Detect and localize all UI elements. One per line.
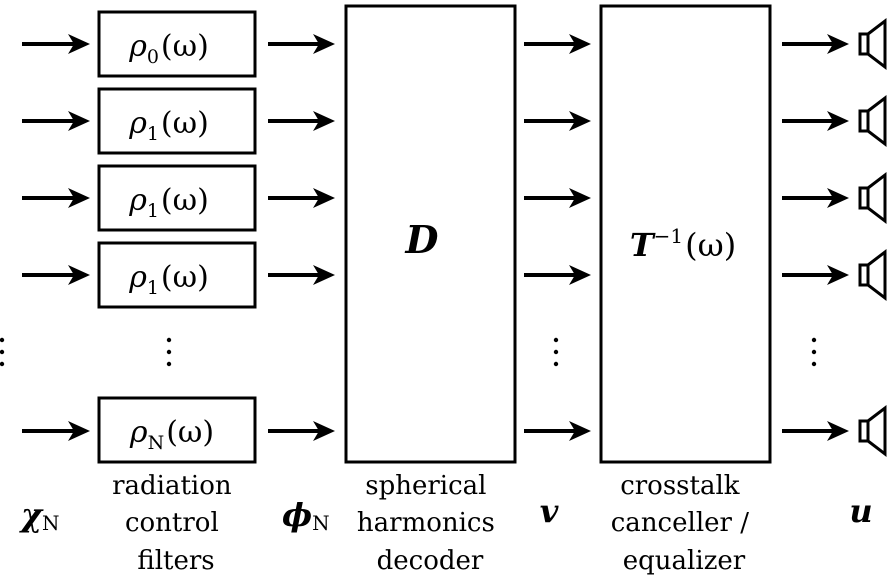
loudspeaker-array (858, 17, 887, 458)
arrow (782, 34, 849, 54)
radiation-control-filter-bank: ρ0(ω) ρ1(ω) ρ1(ω) ρ1(ω) ρN(ω) (97, 10, 257, 464)
arrow (524, 188, 591, 208)
decoder-caption: spherical harmonics decoder (357, 471, 503, 576)
arrow (782, 421, 849, 441)
filter-box-0 (97, 10, 257, 78)
ellipsis-dots (811, 337, 817, 367)
arrow (268, 34, 335, 54)
ellipsis-dots (166, 337, 172, 367)
crosstalk-canceller-block: T−1(ω) (599, 4, 772, 464)
arrow (22, 265, 90, 285)
filter-box-N (97, 396, 257, 464)
arrow (782, 188, 849, 208)
ellipsis-dots (553, 337, 559, 367)
filter-label-3: ρ1(ω) (128, 260, 209, 299)
arrow (268, 265, 335, 285)
spherical-harmonics-decoder-block: D (344, 4, 517, 464)
arrow (268, 188, 335, 208)
filters-caption: radiation control filters (112, 471, 240, 576)
arrow (22, 188, 90, 208)
filter-label-N: ρN(ω) (129, 415, 214, 454)
speaker-icon (858, 94, 887, 148)
arrow (268, 421, 335, 441)
canceller-caption: crosstalk canceller / equalizer (611, 471, 758, 576)
filter-label-2: ρ1(ω) (128, 183, 209, 222)
arrow (782, 265, 849, 285)
speaker-icon (858, 248, 887, 302)
arrow (524, 421, 591, 441)
arrow (782, 111, 849, 131)
speaker-icon (858, 171, 887, 225)
canceller-box (599, 4, 772, 464)
signal-arrows (22, 34, 849, 441)
canceller-symbol: T−1(ω) (630, 224, 736, 264)
input-signal-label: χN (19, 496, 60, 535)
output-signal-label: u (849, 492, 872, 530)
decoded-signal-label: v (540, 492, 559, 530)
arrow (524, 265, 591, 285)
filter-label-0: ρ0(ω) (128, 29, 209, 68)
speaker-icon (858, 17, 887, 71)
decoder-symbol: D (405, 217, 439, 262)
arrow (524, 111, 591, 131)
decoder-box (344, 4, 517, 464)
filter-box-3 (97, 241, 257, 309)
arrow (22, 421, 90, 441)
filter-box-1 (97, 87, 257, 155)
arrow (268, 111, 335, 131)
filtered-signal-label: ϕN (282, 496, 330, 535)
arrow (22, 111, 90, 131)
arrow (22, 34, 90, 54)
filter-box-2 (97, 164, 257, 232)
speaker-icon (858, 404, 887, 458)
vertical-ellipses (0, 337, 817, 367)
filter-label-1: ρ1(ω) (128, 106, 209, 145)
arrow (524, 34, 591, 54)
ellipsis-dots (0, 337, 5, 367)
